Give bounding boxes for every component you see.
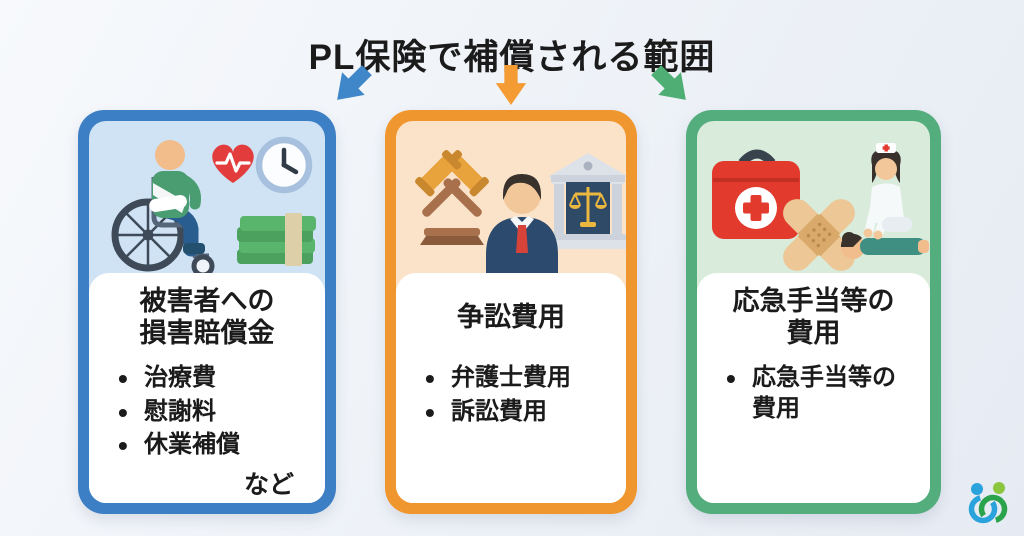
list-item: 訴訟費用 [425,395,611,431]
first-aid-kit-icon [711,149,800,239]
brand-logo [962,479,1014,532]
logo-person-green-head [993,482,1005,494]
arrow-down-right-icon [648,62,694,108]
nurse-cpr-icon [840,143,929,259]
heart-pulse-icon [212,144,254,183]
card-victim-illustration [89,121,325,291]
card-first-aid-costs: 応急手当等の 費用 応急手当等の費用 [686,110,941,514]
bandage-icon [782,199,855,271]
clock-icon [255,136,313,194]
logo-person-blue-head [971,483,983,495]
arrow-down-left-icon [329,62,375,108]
list-item: 休業補償 [118,428,310,464]
card-victim-note: など [243,471,294,500]
card-first-aid-illustration [697,121,930,291]
card-victim-panel: 被害者への 損害賠償金 治療費 慰謝料 休業補償 など [89,273,325,503]
list-item: 応急手当等の費用 [726,361,915,424]
lawyer-icon [486,174,558,277]
card-first-aid-title: 応急手当等の 費用 [732,286,895,348]
money-stack-icon [237,213,316,266]
card-litigation-costs: 争訟費用 弁護士費用 訴訟費用 [385,110,637,514]
list-item: 弁護士費用 [425,361,611,397]
card-litigation-items: 弁護士費用 訴訟費用 [411,361,611,431]
list-item: 慰謝料 [118,395,310,431]
list-item: 治療費 [118,361,310,397]
wheelchair-patient-icon [111,140,215,278]
crossed-gavels-icon [415,150,489,245]
arrow-down-icon [488,62,534,108]
card-victim-compensation: 被害者への 損害賠償金 治療費 慰謝料 休業補償 など [78,110,336,514]
card-first-aid-items: 応急手当等の費用 [712,361,915,424]
courthouse-scales-icon [546,153,626,249]
card-victim-title: 被害者への 損害賠償金 [139,286,275,348]
card-litigation-title: 争訟費用 [457,302,565,333]
card-first-aid-panel: 応急手当等の 費用 応急手当等の費用 [697,273,930,503]
card-victim-items: 治療費 慰謝料 休業補償 [104,361,310,464]
card-litigation-panel: 争訟費用 弁護士費用 訴訟費用 [396,273,626,503]
card-litigation-illustration [396,121,626,291]
